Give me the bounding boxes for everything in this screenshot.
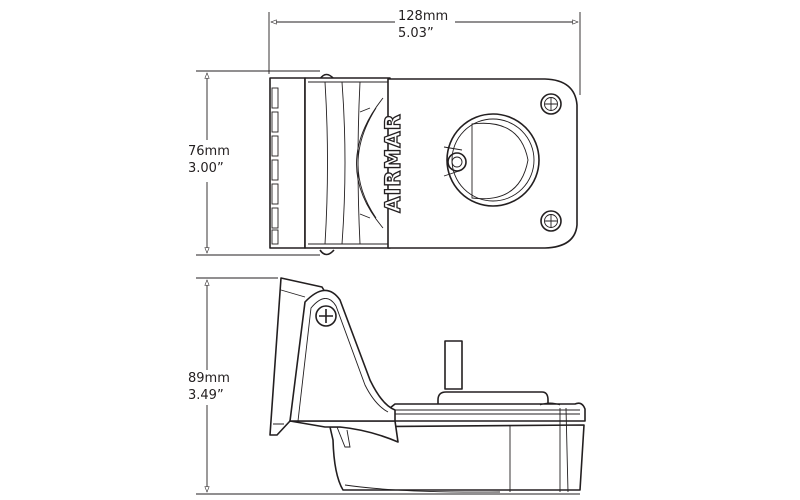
brand-logo: AIRMAR <box>381 113 405 213</box>
width-inch: 5.03” <box>398 26 434 41</box>
side-height-dimension-line <box>196 277 580 495</box>
side-height-dimension-label: 89mm 3.49” <box>188 370 230 404</box>
top-height-dimension-line <box>196 70 320 256</box>
screw-icon <box>540 93 562 115</box>
screw-icon <box>540 210 562 232</box>
side-height-inch: 3.49” <box>188 388 224 403</box>
top-view: AIRMAR <box>269 73 578 256</box>
screw-icon <box>315 305 337 327</box>
top-height-mm: 76mm <box>188 144 230 159</box>
side-view <box>269 277 586 493</box>
width-mm: 128mm <box>398 9 449 24</box>
width-dimension-label: 128mm 5.03” <box>398 8 448 42</box>
top-height-dimension-label: 76mm 3.00” <box>188 143 230 177</box>
top-height-inch: 3.00” <box>188 161 224 176</box>
cable-hole-icon <box>447 152 467 172</box>
width-dimension-line <box>268 12 581 95</box>
side-height-mm: 89mm <box>188 371 230 386</box>
